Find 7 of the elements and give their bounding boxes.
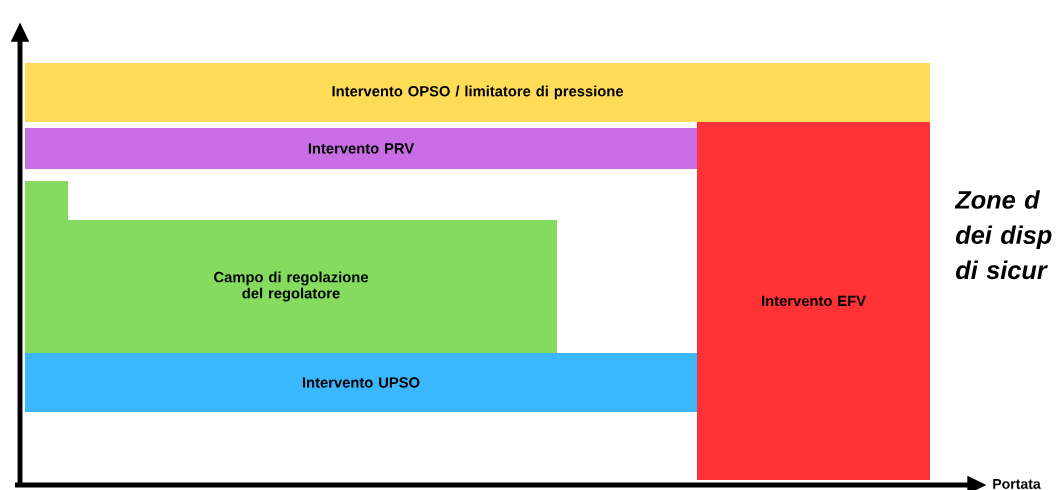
band: Intervento PRV [25, 128, 697, 169]
band: Intervento EFV [697, 122, 930, 480]
band: Intervento OPSO / limitatore di pressione [25, 63, 930, 122]
band: Campo di regolazione del regolatore [25, 181, 557, 353]
band: Intervento UPSO [25, 353, 697, 412]
axis-label: Portata [993, 479, 1041, 489]
side-note: Zone d dei disp di sicur [954, 190, 1052, 280]
